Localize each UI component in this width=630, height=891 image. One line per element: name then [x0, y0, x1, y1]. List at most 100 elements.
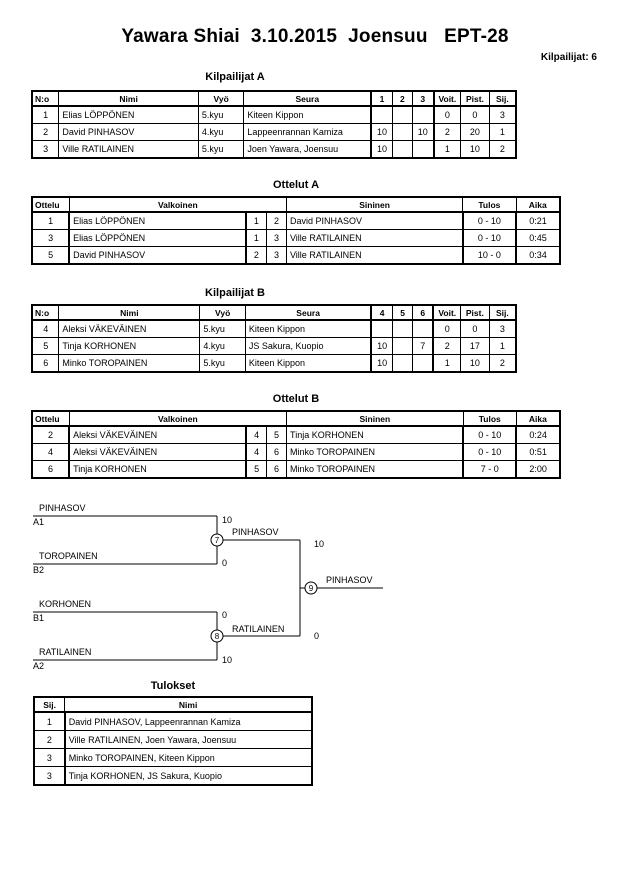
column-header: Valkoinen [68, 196, 287, 213]
table-cell: 0 - 10 [462, 229, 518, 247]
results-title: Tulokset [150, 680, 196, 692]
table-cell: 4 [245, 425, 268, 444]
table-cell: Minko TOROPAINEN [286, 460, 465, 479]
table-cell: Tinja KORHONEN, JS Sakura, Kuopio [64, 766, 313, 786]
table-cell: 4 [31, 319, 60, 338]
table-cell: 0 - 10 [462, 211, 518, 230]
table-cell: 5 [245, 460, 268, 479]
table-cell: 1 [488, 123, 517, 141]
table-cell: 10 [460, 354, 490, 373]
column-header: Tulos [462, 410, 517, 427]
table-cell: David PINHASOV [68, 246, 247, 265]
column-header: 6 [412, 304, 435, 321]
match-8-marker [210, 629, 224, 643]
column-header: Nimi [64, 696, 313, 713]
table-cell: 0:24 [515, 425, 561, 444]
table-cell: Elias LÖPPÖNEN [68, 229, 247, 247]
table-cell: Kiteen Kippon [244, 354, 373, 373]
final-winner: PINHASOV [326, 575, 373, 585]
participant-count: Kilpailijat: 6 [540, 52, 597, 63]
column-header: Vyö [197, 90, 245, 107]
table-cell: 1 [244, 229, 267, 247]
column-header: Pist. [460, 90, 490, 107]
column-header: Sininen [285, 196, 464, 213]
column-header: 1 [370, 90, 393, 107]
table-cell: 5.kyu [197, 105, 245, 124]
column-header: 4 [370, 304, 393, 321]
table-cell: 2 [33, 730, 66, 749]
column-header: 2 [391, 90, 413, 107]
table-cell: 0 [460, 319, 490, 338]
table-cell: Elias LÖPPÖNEN [58, 105, 199, 124]
table-cell [391, 123, 413, 141]
table-cell: 2 [31, 123, 60, 141]
column-header: Nimi [58, 304, 201, 321]
table-cell: 0:45 [515, 229, 561, 247]
table-cell: Elias LÖPPÖNEN [68, 211, 247, 230]
table-cell: 3 [33, 766, 66, 786]
table-cell: Minko TOROPAINEN [286, 443, 465, 461]
table-cell: 6 [31, 354, 60, 373]
table-cell: Tinja KORHONEN [68, 460, 247, 479]
column-header: Vyö [199, 304, 246, 321]
table-cell [391, 105, 413, 124]
table-cell: Tinja KORHONEN [286, 425, 465, 444]
table-cell: 5 [266, 425, 288, 444]
match-7-marker [210, 533, 224, 547]
table-cell [411, 105, 435, 124]
column-header: Tulos [462, 196, 517, 213]
table-cell: 2 [31, 425, 71, 444]
pool-a-title: Kilpailijat A [205, 71, 265, 83]
table-cell: Aleksi VÄKEVÄINEN [68, 425, 247, 444]
column-header: Sij. [33, 696, 66, 713]
semi1-winner: PINHASOV [232, 527, 279, 537]
table-cell: 1 [31, 105, 60, 124]
semi1-match-number: 7 [215, 536, 220, 545]
column-header: Sij. [488, 90, 517, 107]
table-cell: 5 [31, 246, 71, 265]
table-cell: 20 [460, 123, 490, 141]
table-cell: 4.kyu [199, 337, 246, 355]
table-cell: 6 [266, 460, 288, 479]
table-cell: 0:51 [515, 443, 561, 461]
column-header: N:o [31, 304, 60, 321]
semi1-bottom-seed: B2 [33, 565, 44, 575]
semi1-bottom-score: 0 [222, 558, 227, 568]
final-top-score: 10 [314, 539, 324, 549]
table-cell [370, 105, 393, 124]
table-cell: Aleksi VÄKEVÄINEN [58, 319, 201, 338]
table-cell [391, 140, 413, 159]
column-header: Nimi [58, 90, 199, 107]
matches-b-title: Ottelut B [272, 393, 320, 405]
table-cell: 0 [432, 319, 462, 338]
table-cell: 10 [460, 140, 490, 159]
table-cell: 1 [433, 140, 462, 159]
table-cell [391, 319, 414, 338]
table-cell: Tinja KORHONEN [58, 337, 201, 355]
column-header: Valkoinen [68, 410, 288, 427]
table-cell: Kiteen Kippon [244, 319, 373, 338]
column-header: Aika [515, 196, 561, 213]
table-cell: 1 [432, 354, 462, 373]
table-cell: Ville RATILAINEN [58, 140, 199, 159]
table-cell: 0 [433, 105, 462, 124]
matches-a-title: Ottelut A [272, 179, 320, 191]
page-title: Yawara Shiai 3.10.2015 Joensuu EPT-28 [121, 26, 509, 47]
table-cell: Lappeenrannan Kamiza [243, 123, 373, 141]
table-cell: 5.kyu [197, 140, 245, 159]
table-cell: 0 - 10 [462, 443, 518, 461]
semi2-bottom-score: 10 [222, 655, 232, 665]
table-cell: 3 [31, 140, 60, 159]
semi2-top-name: KORHONEN [39, 599, 91, 609]
table-cell: Minko TOROPAINEN [58, 354, 201, 373]
table-cell: 2:00 [515, 460, 561, 479]
